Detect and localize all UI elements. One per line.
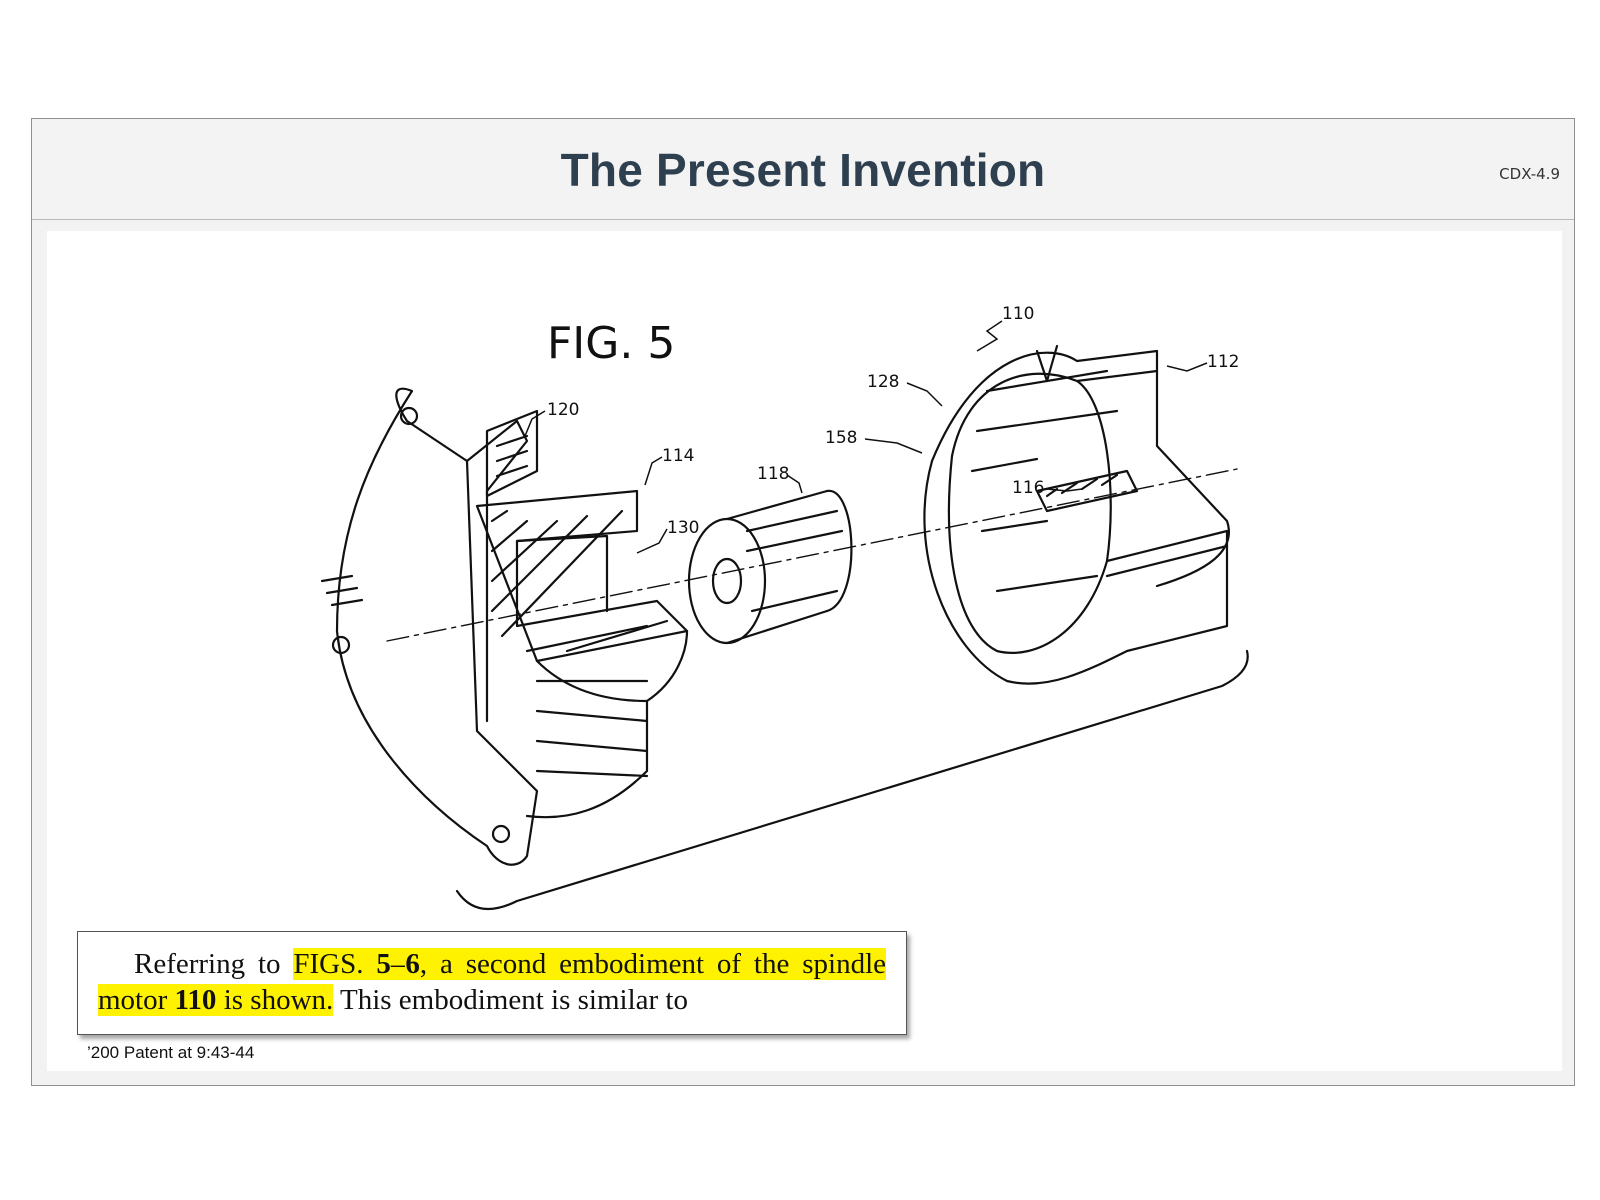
quote-text-1: Referring to: [134, 948, 294, 980]
ref-128: 128: [867, 372, 899, 392]
quote-fig-5: 5: [376, 948, 391, 980]
slide-header: The Present Invention CDX-4.9: [32, 119, 1574, 220]
patent-quote-box: Referring to FIGS. 5–6, a second embodim…: [77, 931, 907, 1035]
slide-frame: The Present Invention CDX-4.9: [31, 118, 1575, 1086]
quote-dash: –: [390, 948, 406, 980]
ref-114: 114: [662, 446, 694, 466]
ref-118: 118: [757, 464, 789, 484]
ref-130: 130: [667, 518, 699, 538]
quote-text-2: This embodiment is similar to: [333, 984, 688, 1016]
slide-title: The Present Invention: [560, 144, 1046, 196]
leader-lines: [524, 320, 1208, 554]
ref-112: 112: [1207, 352, 1239, 372]
rotor-hub-part: [923, 344, 1230, 685]
base-outline-line: [455, 649, 1249, 911]
ref-158: 158: [825, 428, 857, 448]
slide-id: CDX-4.9: [1499, 165, 1560, 183]
slide-content: FIG. 5 110 112 128 158 116 118 114 130 1…: [47, 231, 1562, 1071]
quote-fig-6: 6: [405, 948, 420, 980]
housing-inner-section: [475, 409, 689, 819]
quote-highlight-1: FIGS.: [293, 948, 377, 980]
patent-figure-drawing: FIG. 5 110 112 128 158 116 118 114 130 1…: [320, 304, 1249, 911]
ref-120: 120: [547, 400, 579, 420]
quote-highlight-3: is shown.: [216, 984, 334, 1016]
ref-110: 110: [1002, 304, 1034, 324]
housing-flange-part: [320, 387, 539, 866]
bearing-sleeve-part: [687, 489, 853, 645]
patent-citation: ’200 Patent at 9:43-44: [87, 1043, 255, 1062]
center-axis-line: [386, 468, 1238, 642]
ref-116: 116: [1012, 478, 1044, 498]
figure-label: FIG. 5: [547, 318, 675, 369]
quote-numeral-110: 110: [174, 984, 217, 1016]
